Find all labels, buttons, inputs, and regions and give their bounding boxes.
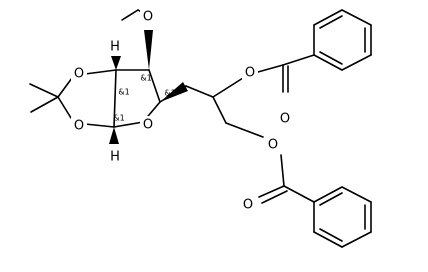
wedge-c6a-h-bottom bbox=[109, 127, 119, 144]
atom-labels: O O O O O O O O H H bbox=[71, 8, 293, 214]
wedge-c3a-h-top bbox=[111, 56, 121, 70]
stereo-label-c3a: &1 bbox=[118, 88, 129, 97]
atom-h-top: H bbox=[110, 40, 120, 55]
bond-phenyl-1-inner-1 bbox=[319, 15, 343, 29]
bond-o-ester-2-c-carbonyl-2 bbox=[280, 154, 285, 187]
atom-o-dioxolane-bottom: O bbox=[74, 119, 84, 134]
wedge-bonds bbox=[109, 30, 188, 144]
bond-phenyl-2-b bbox=[313, 231, 343, 248]
atom-o-carbonyl-1: O bbox=[280, 112, 290, 127]
bond-c-carbonyl-2-o-double-b bbox=[261, 190, 288, 204]
bond-methoxy-methyl bbox=[121, 9, 139, 21]
bond-o-top-cme2 bbox=[57, 77, 73, 98]
bond-chob-o-ester-1 bbox=[212, 77, 244, 98]
bond-c6a-c3a bbox=[113, 69, 117, 128]
stereo-label-c3: &1 bbox=[140, 74, 151, 83]
atom-o-ester-2: O bbox=[268, 138, 278, 153]
bond-ch2-chob bbox=[185, 85, 214, 98]
bond-o-ring-c6a bbox=[113, 121, 144, 128]
atom-o-carbonyl-2: O bbox=[243, 198, 253, 213]
stereo-labels: &1 &1 &1 &1 bbox=[113, 74, 175, 123]
bond-phenyl-1-c bbox=[341, 9, 372, 26]
bond-phenyl-2-c bbox=[341, 231, 372, 248]
wedge-c4-ch2 bbox=[160, 82, 188, 102]
atom-h-bottom: H bbox=[110, 150, 120, 165]
wedge-c3-o-methoxy bbox=[144, 30, 153, 70]
bond-phenyl-1-inner-3 bbox=[319, 51, 343, 65]
bond-phenyl-2-inner-3 bbox=[319, 192, 343, 206]
bond-c-carbonyl-1-phenyl-1 bbox=[282, 54, 315, 66]
bond-phenyl-1-b bbox=[313, 9, 343, 26]
bond-c3-c4 bbox=[148, 69, 161, 103]
bond-phenyl-1-e bbox=[341, 54, 372, 71]
bond-phenyl-2-f bbox=[313, 186, 343, 203]
stereo-label-c5: &1 bbox=[164, 89, 175, 98]
atom-o-dioxolane-top: O bbox=[74, 67, 84, 82]
atom-o-furanose-ring: O bbox=[143, 118, 153, 133]
bond-ch2ob-o-ester-2 bbox=[225, 122, 264, 138]
atom-o-ester-1: O bbox=[245, 66, 255, 81]
bond-chob-ch2ob bbox=[212, 96, 227, 124]
bond-c-carbonyl-2-phenyl-2 bbox=[283, 185, 315, 203]
bond-cme2-methyl-down bbox=[30, 96, 59, 113]
bond-cme2-methyl-up bbox=[29, 83, 59, 98]
bond-phenyl-2-e bbox=[341, 186, 372, 203]
bond-c-carbonyl-2-o-double-a bbox=[258, 185, 285, 198]
bond-cme2-o-bottom bbox=[57, 96, 72, 119]
bond-phenyl-1-f bbox=[313, 54, 343, 71]
bond-o-ester-1-c-carbonyl-1 bbox=[257, 64, 284, 73]
stereo-label-c6a: &1 bbox=[113, 114, 124, 123]
bond-c3a-o-top bbox=[84, 69, 117, 75]
atom-o-methoxy: O bbox=[143, 10, 153, 25]
bond-phenyl-2-inner-1 bbox=[319, 228, 343, 242]
bond-o-bottom-c6a bbox=[84, 123, 115, 128]
